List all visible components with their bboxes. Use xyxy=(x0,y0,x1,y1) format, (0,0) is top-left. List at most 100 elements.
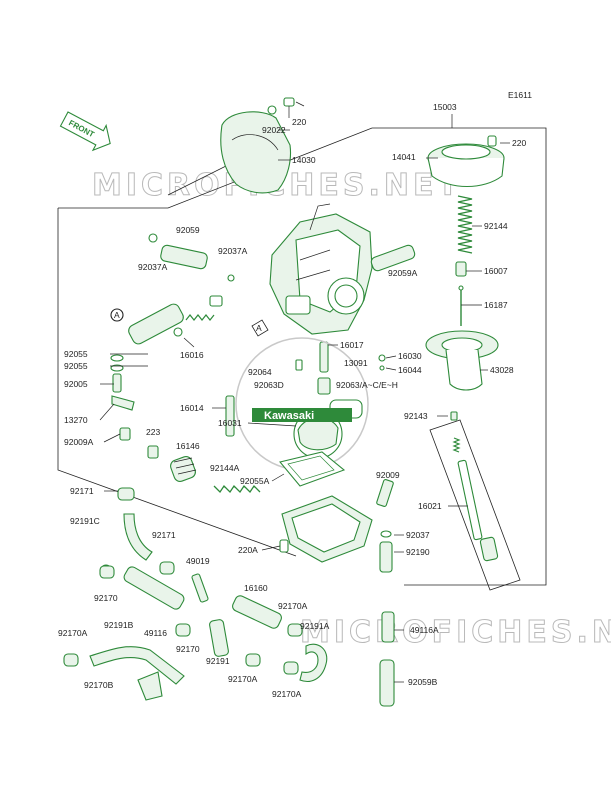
clamp-92170-mid xyxy=(175,623,191,637)
label-16017: 16017 xyxy=(340,340,364,350)
label-220A: 220A xyxy=(238,545,258,555)
label-92037A-right: 92037A xyxy=(218,246,248,256)
drain-screw-92009 xyxy=(376,479,394,507)
clamp-92170A-bottom xyxy=(283,661,299,675)
tube-92059 xyxy=(160,244,208,270)
label-92170-left: 92170 xyxy=(94,593,118,603)
diaphragm xyxy=(425,330,499,391)
label-16187: 16187 xyxy=(484,300,508,310)
label-92022: 92022 xyxy=(262,125,286,135)
needle-holder xyxy=(455,261,467,277)
label-92055-a: 92055 xyxy=(64,349,88,359)
label-220-right: 220 xyxy=(512,138,526,148)
float-chamber xyxy=(279,495,373,563)
part-92064 xyxy=(295,359,303,371)
part-labels: 15003 14041 220 92144 16007 16187 43028 … xyxy=(58,102,526,699)
label-223: 223 xyxy=(146,427,160,437)
needle-jet-holder xyxy=(317,377,331,395)
bracket-92170B xyxy=(137,671,163,701)
label-49116A: 49116A xyxy=(410,625,439,635)
choke-plunger xyxy=(128,295,223,345)
spring-92144 xyxy=(457,195,473,254)
label-92055A: 92055A xyxy=(240,476,270,486)
tube-92190 xyxy=(379,541,393,573)
part-49019 xyxy=(191,573,209,603)
vacuum-chamber-cap xyxy=(427,135,505,187)
label-92171-mid: 92171 xyxy=(152,530,176,540)
label-16031: 16031 xyxy=(218,418,242,428)
spring-92144A xyxy=(213,484,261,494)
hose-92191 xyxy=(209,619,229,657)
carburetor-body xyxy=(269,203,373,335)
clamp-92170A-mid xyxy=(245,653,261,667)
pilot-screw xyxy=(225,395,235,437)
label-92191: 92191 xyxy=(206,656,230,666)
label-92171-top: 92171 xyxy=(70,486,94,496)
label-16014: 16014 xyxy=(180,403,204,413)
frame-left xyxy=(57,208,297,557)
clamp-92170A-right xyxy=(287,623,303,637)
svg-text:A: A xyxy=(256,323,262,333)
part-16160 xyxy=(232,595,282,629)
label-43028: 43028 xyxy=(490,365,514,375)
label-92063-range: 92063/A~C/E~H xyxy=(336,380,398,390)
label-92037A-left: 92037A xyxy=(138,262,168,272)
label-92037: 92037 xyxy=(406,530,430,540)
label-13270: 13270 xyxy=(64,415,88,425)
label-92143: 92143 xyxy=(404,411,428,421)
label-92059A: 92059A xyxy=(388,268,418,278)
label-92144A: 92144A xyxy=(210,463,240,473)
label-16146: 16146 xyxy=(176,441,200,451)
label-92144: 92144 xyxy=(484,221,508,231)
callout-a-right: A xyxy=(251,319,269,337)
label-92170A-top: 92170A xyxy=(278,601,308,611)
leader-lines xyxy=(99,101,510,683)
label-92190: 92190 xyxy=(406,547,430,557)
label-92064: 92064 xyxy=(248,367,272,377)
svg-text:A: A xyxy=(114,310,120,320)
label-220-top: 220 xyxy=(292,117,306,127)
label-16007: 16007 xyxy=(484,266,508,276)
label-92055-b: 92055 xyxy=(64,361,88,371)
hose-92191C xyxy=(123,513,153,561)
label-15003: 15003 xyxy=(433,102,457,112)
label-92063D: 92063D xyxy=(254,380,284,390)
label-49116: 49116 xyxy=(144,628,167,638)
needle-jet-16021 xyxy=(450,411,499,562)
clamp-92170A-left xyxy=(63,653,79,667)
label-92191C: 92191C xyxy=(70,516,100,526)
label-16030: 16030 xyxy=(398,351,422,361)
svg-text:Kawasaki: Kawasaki xyxy=(264,410,314,422)
label-16160: 16160 xyxy=(244,583,268,593)
label-92005: 92005 xyxy=(64,379,88,389)
main-jet-16017 xyxy=(319,341,329,373)
float-valve-16146 xyxy=(170,456,197,482)
part-16030 xyxy=(378,354,386,362)
label-14041: 14041 xyxy=(392,152,416,162)
label-92170A-left: 92170A xyxy=(58,628,88,638)
clip-92037A-left xyxy=(148,233,158,243)
label-13091: 13091 xyxy=(344,358,368,368)
label-92009: 92009 xyxy=(376,470,400,480)
label-92009A: 92009A xyxy=(64,437,94,447)
clip-92037A-right xyxy=(227,274,235,282)
label-16021: 16021 xyxy=(418,501,442,511)
clamp-92171-top xyxy=(117,487,135,501)
frame-outer xyxy=(58,127,547,586)
callout-a-left: A xyxy=(110,308,124,322)
label-92170B: 92170B xyxy=(84,680,114,690)
clamp-92170-left xyxy=(99,565,115,579)
label-92170-mid: 92170 xyxy=(176,644,200,654)
label-16044: 16044 xyxy=(398,365,422,375)
hose-92191A xyxy=(299,643,328,682)
screw-223 xyxy=(147,445,159,459)
left-fittings xyxy=(110,354,135,441)
label-92191A: 92191A xyxy=(300,621,330,631)
clip-92037 xyxy=(380,530,392,538)
tube-92059A xyxy=(370,244,416,272)
label-92059B: 92059B xyxy=(408,677,438,687)
label-92170A-mid: 92170A xyxy=(228,674,258,684)
diagram-code: E1611 xyxy=(508,90,532,100)
